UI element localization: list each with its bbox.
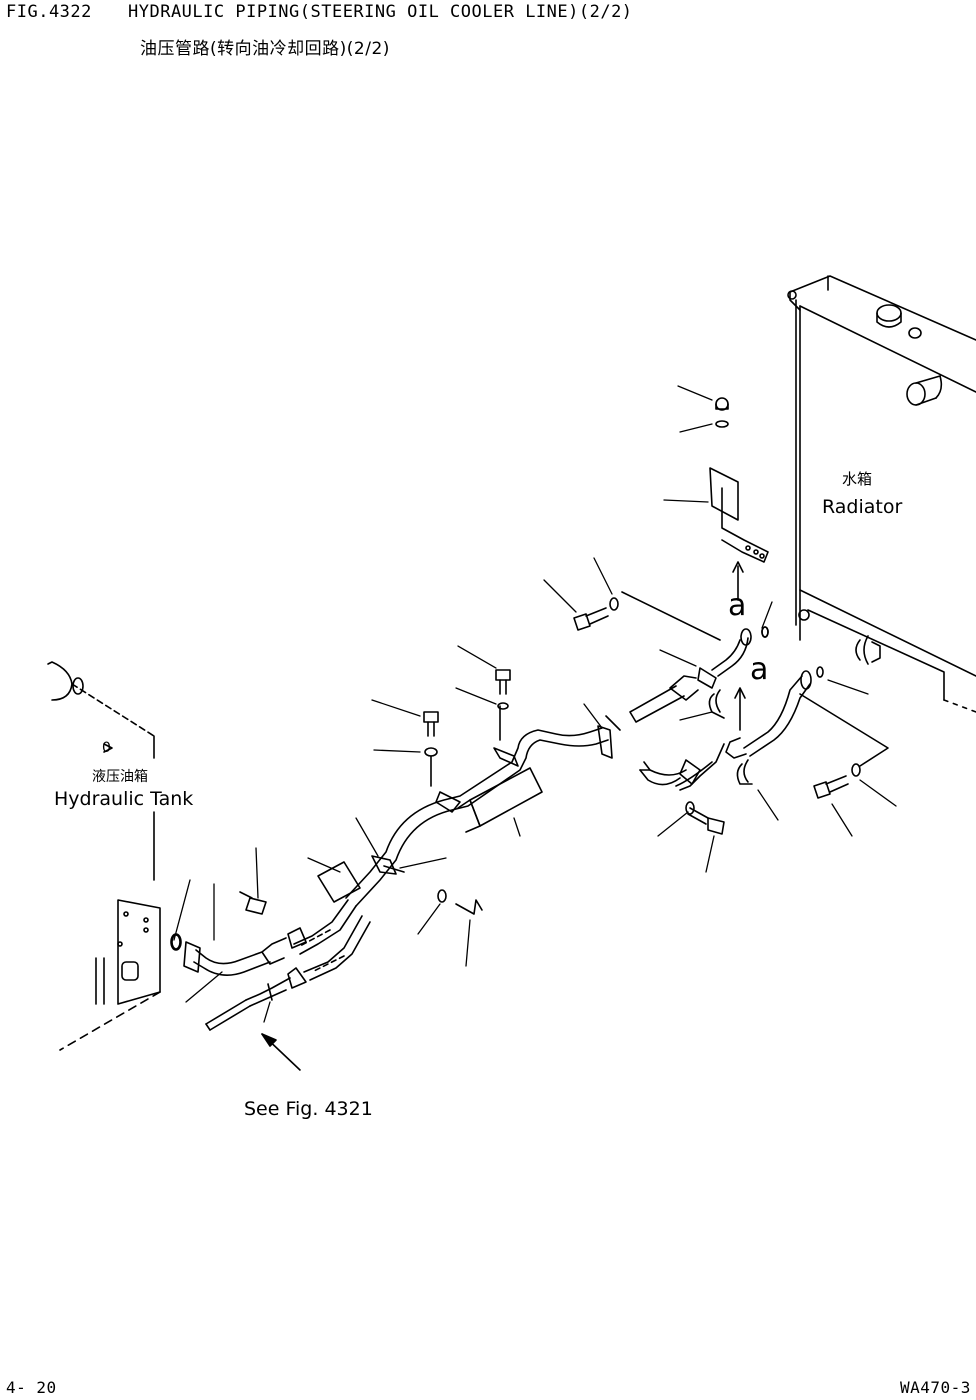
tank-outlet-pipe bbox=[171, 934, 270, 975]
page-number: 4- 20 bbox=[6, 1378, 57, 1397]
hydraulic-tank bbox=[48, 662, 160, 1050]
upper-bracket bbox=[710, 398, 768, 600]
hose-tag bbox=[318, 862, 360, 902]
main-pipe bbox=[346, 716, 620, 906]
see-fig-arrow bbox=[262, 1034, 300, 1070]
see-fig-reference: See Fig. 4321 bbox=[244, 1098, 373, 1120]
radiator-label-chinese: 水箱 bbox=[842, 470, 873, 488]
bolts bbox=[240, 592, 888, 914]
marker-a-upper: a bbox=[728, 588, 747, 623]
upper-pipe bbox=[630, 627, 768, 722]
hydraulic-tank-label: Hydraulic Tank bbox=[54, 788, 194, 810]
leader-lines bbox=[174, 386, 896, 1022]
tank-mark: 0 bbox=[102, 740, 111, 756]
figure-title-english: HYDRAULIC PIPING(STEERING OIL COOLER LIN… bbox=[128, 2, 633, 22]
main-clamp bbox=[372, 748, 518, 874]
hose-hatching bbox=[300, 930, 344, 972]
radiator-label: Radiator bbox=[822, 496, 903, 518]
oil-cooler-block bbox=[436, 768, 542, 832]
hydraulic-tank-label-chinese: 液压油箱 bbox=[92, 769, 148, 785]
left-hoses bbox=[206, 900, 370, 1030]
pipe-clips bbox=[709, 688, 752, 784]
radiator-outline bbox=[790, 276, 976, 712]
marker-a-lower: a bbox=[750, 652, 769, 687]
radiator-cap bbox=[877, 305, 941, 405]
model-code: WA470-3 bbox=[900, 1378, 971, 1397]
radiator-bracket-right bbox=[788, 291, 880, 664]
lower-pipe bbox=[640, 667, 823, 790]
figure-title-chinese: 油压管路(转向油冷却回路)(2/2) bbox=[140, 39, 390, 59]
figure-number: FIG.4322 bbox=[6, 2, 92, 22]
